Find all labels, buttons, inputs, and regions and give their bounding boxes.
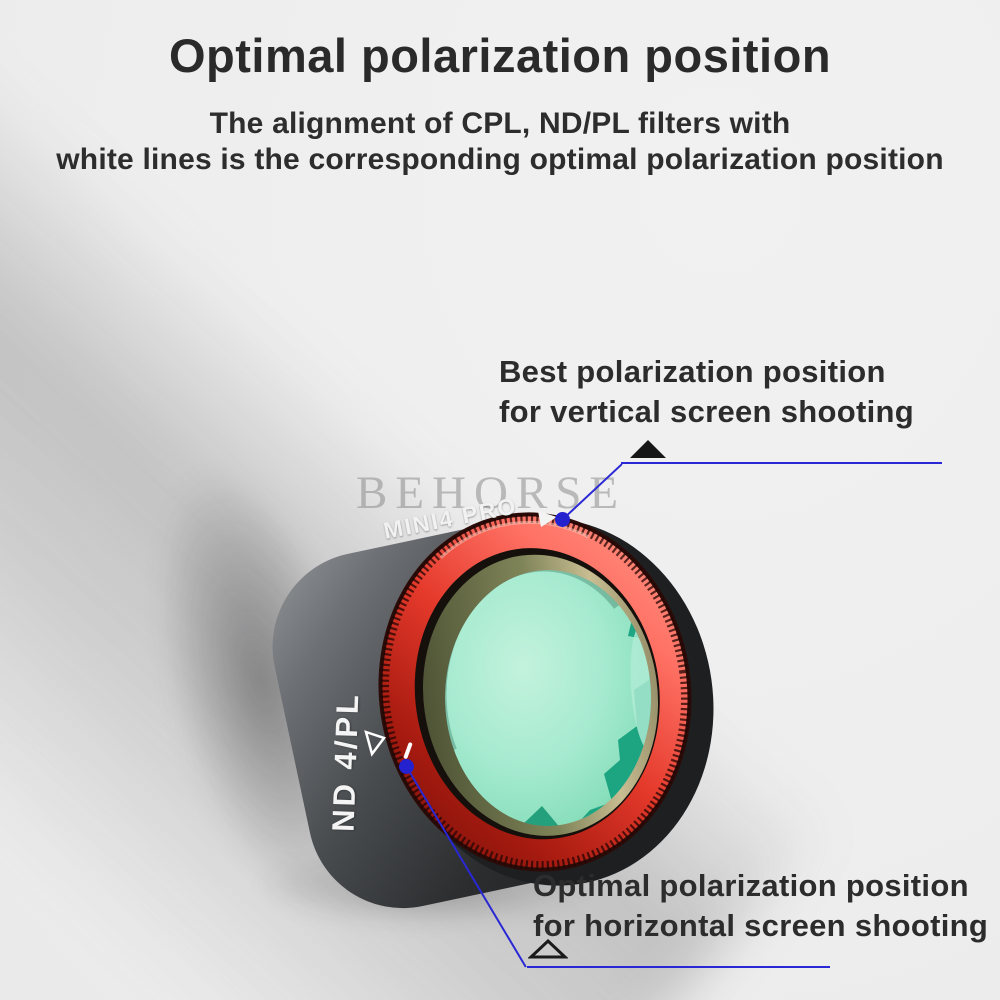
filter-alignment-marker	[364, 730, 387, 757]
model-alignment-arrow	[538, 511, 557, 527]
callout-vertical-leader-line	[621, 462, 942, 464]
page-subtitle: The alignment of CPL, ND/PL filters with…	[0, 106, 1000, 178]
watermark: BEHORSE	[356, 467, 627, 519]
hollow-triangle-up-icon	[528, 938, 568, 959]
page-title: Optimal polarization position	[168, 29, 832, 82]
subtitle-line-1: The alignment of CPL, ND/PL filters with	[209, 107, 791, 140]
callout-horizontal-anchor-dot	[399, 759, 414, 774]
callout-horizontal-line-2: for horizontal screen shooting	[533, 908, 989, 943]
callout-horizontal-text: Optimal polarization position for horizo…	[533, 866, 988, 946]
lens-glass	[445, 570, 651, 826]
callout-vertical-text: Best polarization position for vertical …	[499, 352, 914, 432]
callout-horizontal-line-1: Optimal polarization position	[533, 868, 969, 903]
subtitle-line-2: white lines is the corresponding optimal…	[56, 143, 944, 176]
callout-vertical-line-1: Best polarization position	[499, 354, 886, 389]
filled-triangle-up-icon	[630, 440, 666, 458]
callout-horizontal-leader-line	[527, 966, 830, 968]
callout-vertical-anchor-dot	[555, 512, 570, 527]
callout-vertical-line-2: for vertical screen shooting	[499, 394, 914, 429]
